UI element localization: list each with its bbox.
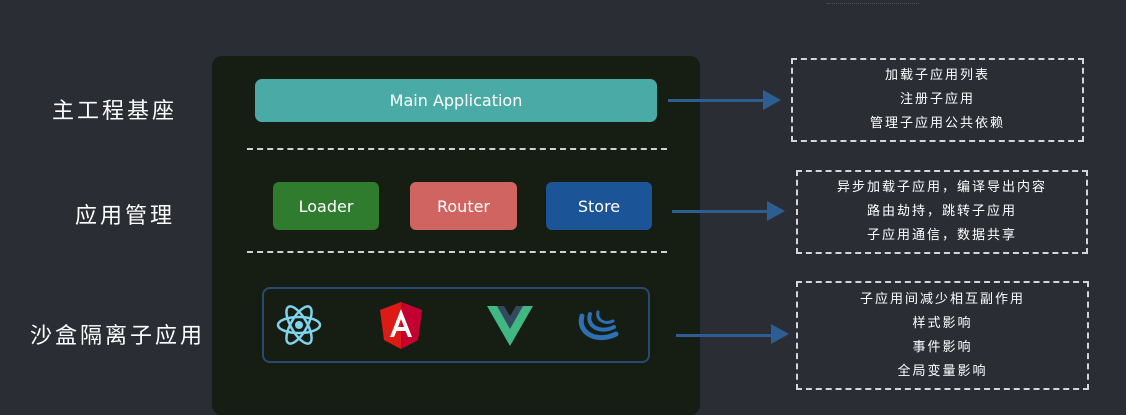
router-module: Router — [410, 182, 517, 230]
arrow-app-to-notes — [672, 210, 769, 213]
note-line: 子应用间减少相互副作用 — [859, 291, 1025, 307]
note-line: 样式影响 — [912, 315, 973, 331]
arrow-main-to-notes — [668, 99, 765, 102]
note-app-management: 异步加载子应用，编译导出内容 路由劫持，跳转子应用 子应用通信，数据共享 — [796, 170, 1088, 254]
note-line: 注册子应用 — [899, 92, 975, 107]
react-icon — [276, 305, 322, 345]
jquery-icon — [578, 310, 619, 341]
note-line: 异步加载子应用，编译导出内容 — [836, 180, 1047, 195]
loader-module: Loader — [273, 182, 379, 230]
section-divider-2 — [247, 251, 667, 253]
framework-container — [262, 287, 650, 363]
section-divider-1 — [247, 148, 667, 150]
note-line: 全局变量影响 — [897, 363, 988, 379]
note-line: 事件影响 — [912, 339, 973, 355]
angular-icon — [380, 302, 422, 349]
note-line: 路由劫持，跳转子应用 — [866, 204, 1017, 219]
arrow-sandbox-to-notes — [676, 334, 773, 337]
note-line: 加载子应用列表 — [884, 68, 990, 83]
top-edge-mark — [827, 0, 919, 4]
note-main-base: 加载子应用列表 注册子应用 管理子应用公共依赖 — [791, 58, 1084, 142]
note-line: 管理子应用公共依赖 — [869, 116, 1005, 131]
note-sandbox: 子应用间减少相互副作用 样式影响 事件影响 全局变量影响 — [796, 281, 1089, 390]
row-label-main-base: 主工程基座 — [52, 99, 178, 124]
store-module: Store — [546, 182, 652, 230]
arrow-head-icon — [771, 324, 789, 344]
arrow-head-icon — [763, 90, 781, 110]
note-line: 子应用通信，数据共享 — [866, 228, 1017, 243]
main-application-block: Main Application — [255, 79, 657, 122]
row-label-sandbox: 沙盒隔离子应用 — [30, 324, 206, 349]
arrow-head-icon — [767, 201, 785, 221]
row-label-app-management: 应用管理 — [75, 204, 176, 229]
vue-icon — [487, 306, 533, 346]
